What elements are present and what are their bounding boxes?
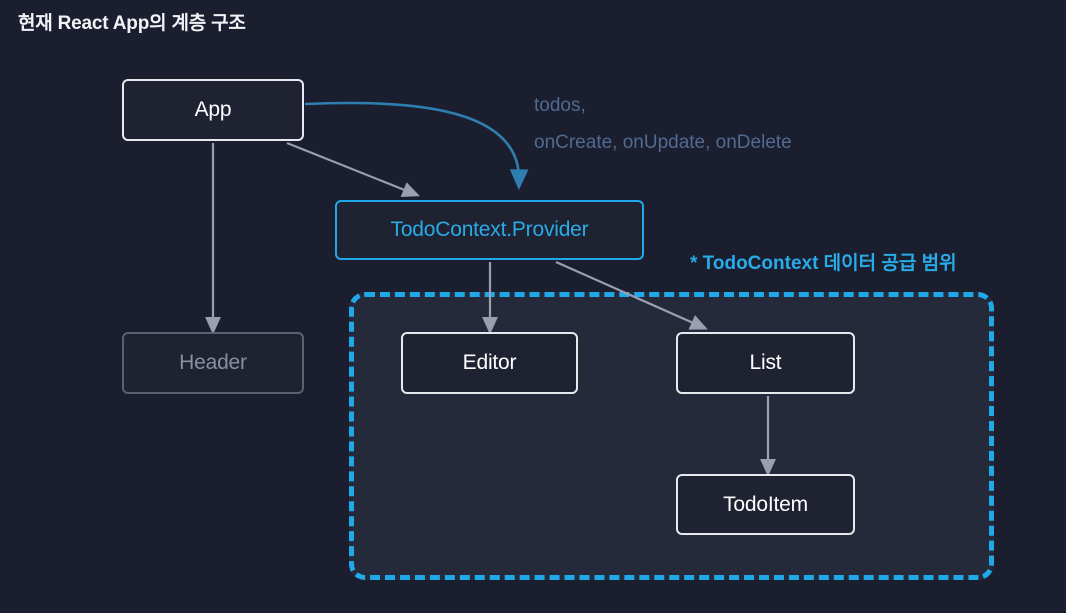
node-header[interactable]: Header [122,332,304,394]
node-todoitem-label: TodoItem [723,492,808,516]
edge-app-to-provider-data [304,101,529,191]
edge-app-to-provider [286,141,420,198]
node-header-label: Header [179,351,247,374]
node-editor-label: Editor [462,351,517,374]
node-todocontext-provider-label: TodoContext.Provider [390,218,589,241]
node-app[interactable]: App [122,79,304,141]
node-list-label: List [749,351,782,374]
context-scope-label: * TodoContext 데이터 공급 범위 [690,253,957,274]
node-editor[interactable]: Editor [401,332,578,394]
node-todocontext-provider[interactable]: TodoContext.Provider [335,200,644,260]
node-todoitem[interactable]: TodoItem [676,474,855,535]
edge-label-context-values: todos, onCreate, onUpdate, onDelete [534,87,792,161]
page-title: 현재 React App의 계층 구조 [18,13,246,34]
node-app-label: App [194,98,232,121]
edge-label-line-1: todos, [534,95,586,116]
edge-label-line-2: onCreate, onUpdate, onDelete [534,132,792,153]
node-list[interactable]: List [676,332,855,394]
